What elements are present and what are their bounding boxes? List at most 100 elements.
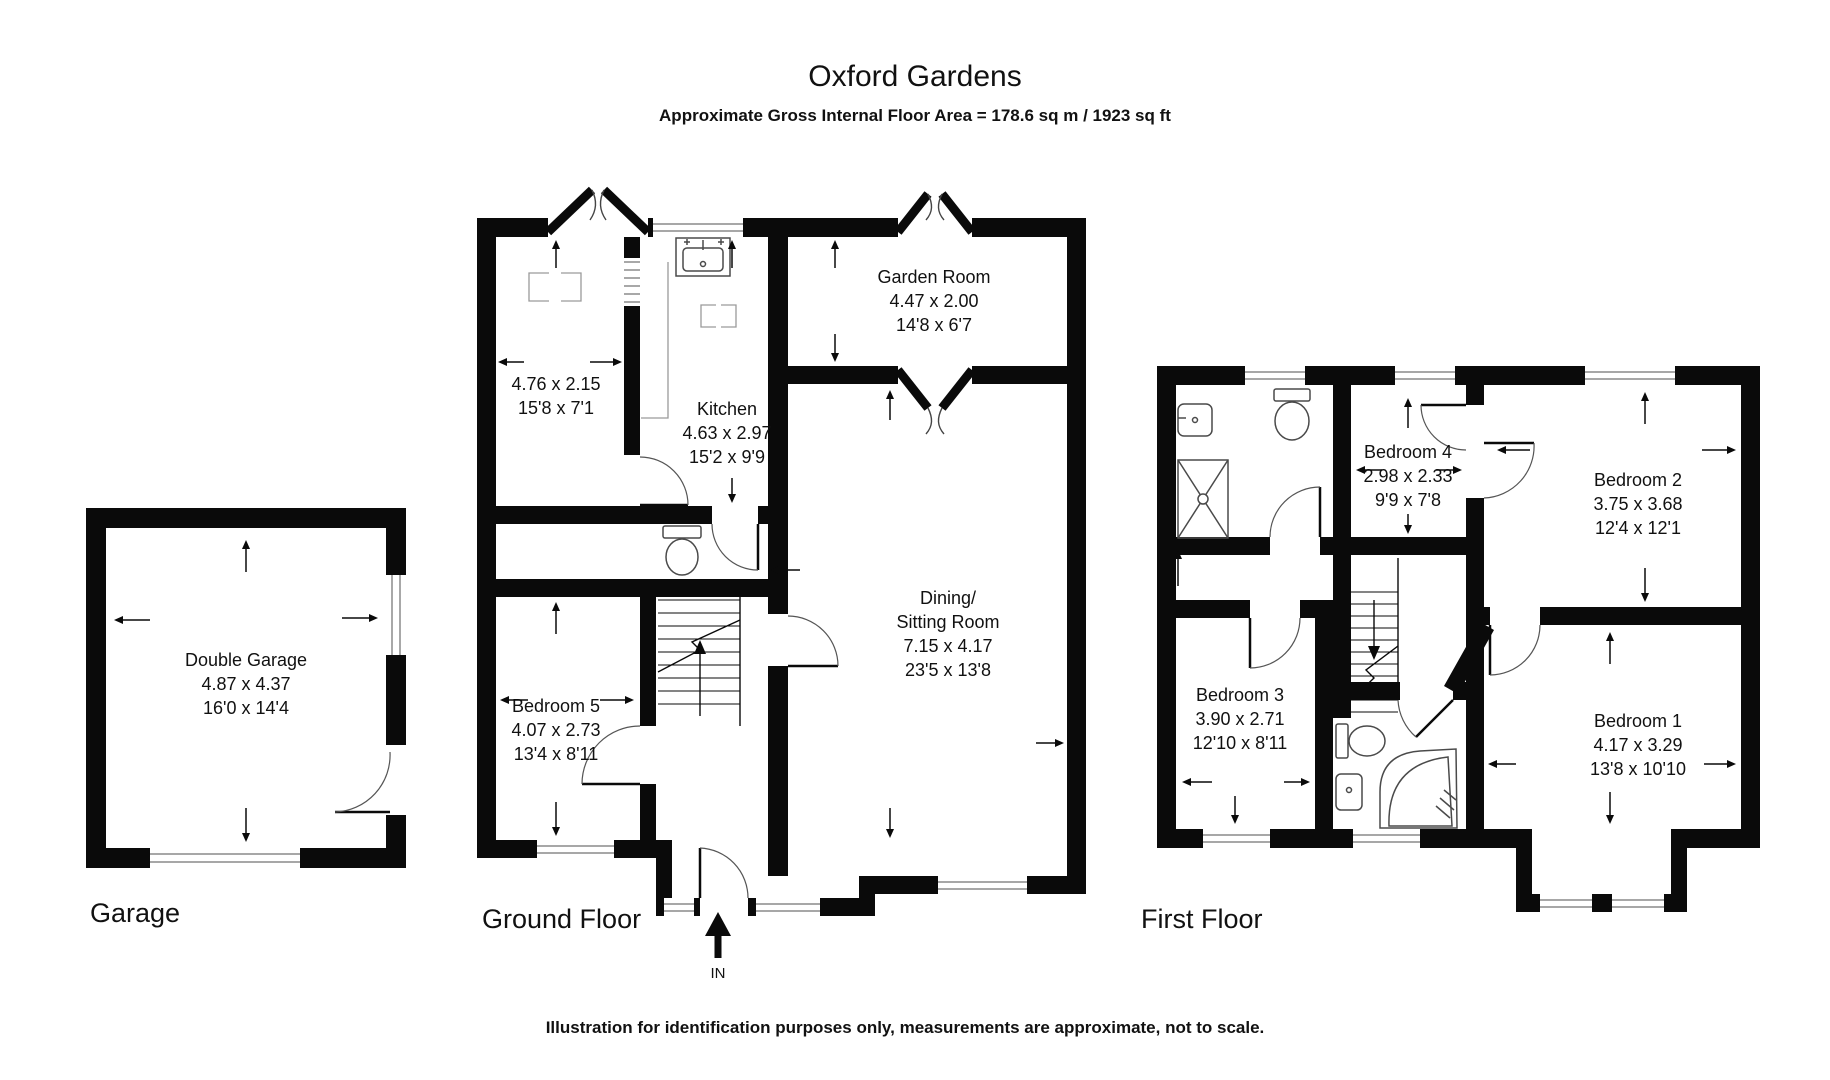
- ground-floor-plan: 4.76 x 2.15 15'8 x 7'1 Kitchen 4.63 x 2.…: [477, 186, 1086, 916]
- room-dimensions-imperial: 13'4 x 8'11: [514, 744, 599, 764]
- room-name: Sitting Room: [896, 612, 999, 632]
- bedroom5-window: [537, 840, 614, 858]
- dimension-arrow: [242, 808, 250, 842]
- dimension-arrow: [770, 566, 800, 574]
- garden-room-internal-doors: [894, 367, 976, 435]
- bedroom1-bay-window-left: [1540, 894, 1592, 912]
- bedroom5-door: [581, 725, 641, 786]
- kitchen-counter: [641, 262, 669, 419]
- dimension-arrow: [886, 390, 894, 420]
- dimension-arrow: [1436, 466, 1462, 474]
- dimension-arrow: [1182, 778, 1212, 786]
- room-name: Dining/: [920, 588, 976, 608]
- reception-bay-doors: [544, 186, 652, 236]
- bathroom-window: [1245, 366, 1305, 385]
- dimension-arrow: [1606, 632, 1614, 664]
- dimension-arrow: [728, 240, 736, 268]
- page-title: Oxford Gardens: [808, 60, 1021, 93]
- kitchen-hob-icon: [700, 304, 737, 328]
- dimension-arrows: [114, 240, 1736, 842]
- room-name: Double Garage: [185, 650, 307, 670]
- first-floor-label: First Floor: [1141, 904, 1263, 934]
- dimension-arrow: [552, 802, 560, 836]
- bedroom2-door: [1466, 441, 1535, 499]
- dimension-arrow: [831, 334, 839, 362]
- staircase: [657, 597, 741, 726]
- bedroom4-window: [1395, 366, 1455, 385]
- bathroom2-window: [1353, 829, 1420, 848]
- dimension-arrow: [1641, 568, 1649, 602]
- dimension-arrow: [498, 358, 524, 366]
- page-subtitle: Approximate Gross Internal Floor Area = …: [659, 106, 1171, 125]
- dimension-arrow: [600, 696, 634, 704]
- dimension-arrow: [1356, 466, 1382, 474]
- dimension-arrow: [1174, 550, 1182, 586]
- porch-window-right: [756, 898, 820, 916]
- room-dimensions-imperial: 15'2 x 9'9: [689, 447, 765, 467]
- dimension-arrow: [1284, 778, 1310, 786]
- garage-window-bottom: [150, 848, 300, 868]
- wc-door: [711, 506, 760, 571]
- room-name: Bedroom 2: [1594, 470, 1682, 490]
- dimension-arrow: [242, 540, 250, 572]
- room-dimensions-imperial: 9'9 x 7'8: [1375, 490, 1441, 510]
- kitchen-window: [653, 218, 743, 237]
- sink-icon: [1335, 773, 1363, 811]
- dimension-arrow: [114, 616, 150, 624]
- room-dimensions-imperial: 12'10 x 8'11: [1193, 733, 1288, 753]
- disclaimer-text: Illustration for identification purposes…: [546, 1018, 1265, 1037]
- dining-door: [787, 615, 839, 668]
- sink-icon: [1177, 403, 1213, 437]
- bathroom1-door: [1269, 486, 1322, 555]
- room-name: Kitchen: [697, 399, 757, 419]
- ground-floor-label: Ground Floor: [482, 904, 641, 934]
- bedroom3-window: [1203, 829, 1270, 848]
- dimension-arrow: [552, 602, 560, 634]
- dimension-arrow: [1704, 760, 1736, 768]
- garage-label: Garage: [90, 898, 180, 928]
- toilet-icon: [662, 525, 702, 576]
- bedroom2-window: [1585, 366, 1675, 385]
- garage-door: [334, 745, 406, 815]
- reception-units-icon: [528, 272, 582, 302]
- room-dimensions-metric: 2.98 x 2.33: [1363, 466, 1452, 486]
- dimension-arrow: [1404, 514, 1412, 534]
- room-dimensions-metric: 4.47 x 2.00: [889, 291, 978, 311]
- room-dimensions-metric: 3.75 x 3.68: [1593, 494, 1682, 514]
- dimension-arrow: [552, 240, 560, 268]
- bedroom1-door: [1488, 607, 1541, 676]
- entrance-label: IN: [711, 965, 726, 982]
- room-name: Garden Room: [877, 267, 990, 287]
- room-dimensions-metric: 3.90 x 2.71: [1195, 709, 1284, 729]
- corner-bath-icon: [1379, 748, 1458, 829]
- landing-angled-wall: [1444, 622, 1494, 694]
- room-dimensions-metric: 4.87 x 4.37: [201, 674, 290, 694]
- dimension-arrow: [1702, 446, 1736, 454]
- room-dimensions-imperial: 14'8 x 6'7: [896, 315, 972, 335]
- bedroom4-door: [1420, 403, 1467, 451]
- garden-room-bay-doors: [894, 191, 976, 235]
- front-door: [698, 847, 749, 916]
- room-name: Bedroom 3: [1196, 685, 1284, 705]
- dimension-arrow: [1404, 398, 1412, 428]
- dimension-arrow: [831, 240, 839, 268]
- toilet-icon: [1273, 388, 1311, 441]
- room-name: Bedroom 5: [512, 696, 600, 716]
- room-dimensions-metric: 4.07 x 2.73: [511, 720, 600, 740]
- room-dimensions-metric: 4.17 x 3.29: [1593, 735, 1682, 755]
- dimension-arrow: [590, 358, 622, 366]
- room-name: Bedroom 1: [1594, 711, 1682, 731]
- shower-icon: [1177, 459, 1229, 539]
- dimension-arrow: [728, 478, 736, 503]
- dimension-arrow: [500, 696, 528, 704]
- dimension-arrow: [886, 808, 894, 838]
- room-dimensions-metric: 7.15 x 4.17: [903, 636, 992, 656]
- dimension-arrow: [1606, 792, 1614, 824]
- porch-window-left: [664, 898, 694, 916]
- internal-glazed-panel: [624, 258, 640, 306]
- dimension-arrow: [1231, 796, 1239, 824]
- room-dimensions-imperial: 23'5 x 13'8: [905, 660, 991, 680]
- room-dimensions-imperial: 13'8 x 10'10: [1590, 759, 1686, 779]
